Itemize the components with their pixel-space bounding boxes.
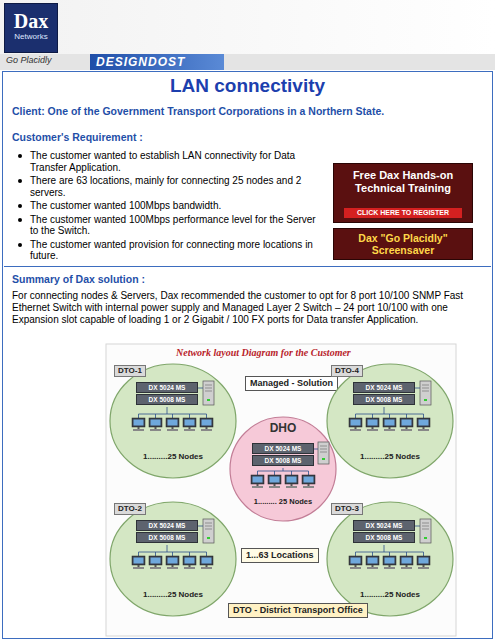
header-band: [0, 0, 495, 54]
head-office-circle: DHO 1......... 25 Nodes DX 5024 MS DX 5008 …: [228, 415, 338, 523]
section-heading: Client: One of the Government Transport …: [12, 105, 488, 117]
switch-label: DX 5024 MS: [253, 444, 313, 453]
office-tag: DHO: [228, 421, 338, 435]
bullet-item: The customer wanted provision for connec…: [30, 239, 322, 262]
promo-text: Dax "Go Placidly" Screensaver: [334, 229, 472, 259]
promo-text: Free Dax Hands-on Technical Training: [334, 164, 472, 195]
section-heading: Customer's Requirement :: [12, 131, 143, 143]
circle-outline: [325, 362, 455, 480]
box-text: 1...63 Locations: [246, 550, 314, 561]
switch-box: DX 5008 MS: [353, 394, 415, 405]
switch-label: DX 5024 MS: [137, 521, 197, 530]
switch-box: DX 5008 MS: [252, 455, 314, 466]
switch-label: DX 5024 MS: [137, 383, 197, 392]
switch-label: DX 5008 MS: [354, 533, 414, 542]
bullet-dot: [18, 204, 22, 208]
label-box: Managed - Solution: [245, 376, 338, 391]
office-circle: DTO-2 1.........25 Nodes DX 5024 MS DX 5008…: [108, 500, 238, 618]
node-count: 1.........25 Nodes: [325, 590, 455, 599]
switch-label: DX 5008 MS: [137, 533, 197, 542]
office-circle: DTO-3 1.........25 Nodes DX 5024 MS DX 5008…: [325, 500, 455, 618]
requirement-text: The customer wanted 100Mbps bandwidth.: [30, 200, 322, 212]
bullet-item: The customer wanted 100Mbps performance …: [30, 214, 322, 237]
switch-label: DX 5008 MS: [137, 395, 197, 404]
switch-box: DX 5024 MS: [136, 382, 198, 393]
requirement-text: The customer wanted 100Mbps performance …: [30, 214, 322, 237]
switch-box: DX 5024 MS: [136, 520, 198, 531]
label-box: DTO - District Transport Office: [228, 603, 368, 618]
bullet-item: There are 63 locations, mainly for conne…: [30, 175, 322, 198]
switch-label: DX 5024 MS: [354, 521, 414, 530]
node-count: 1.........25 Nodes: [325, 452, 455, 461]
circle-outline: [108, 362, 238, 480]
office-tag: DTO-1: [114, 365, 146, 377]
switch-box: DX 5024 MS: [353, 382, 415, 393]
requirement-list: The customer wanted to establish LAN con…: [30, 150, 322, 264]
designdost-banner: [90, 54, 224, 70]
bullet-dot: [18, 218, 22, 222]
switch-box: DX 5008 MS: [136, 394, 198, 405]
box-text: Managed - Solution: [250, 378, 333, 389]
brand-text: DESIGNDOST: [96, 55, 185, 69]
switch-box: DX 5024 MS: [353, 520, 415, 531]
label-box: 1...63 Locations: [241, 548, 319, 563]
switch-label: DX 5008 MS: [253, 456, 313, 465]
solution-paragraph: For connecting nodes & Servers, Dax reco…: [12, 290, 484, 326]
diagram-heading: Network layout Diagram for the Customer: [176, 347, 351, 358]
section-heading: Summary of Dax solution :: [12, 273, 145, 285]
node-count: 1......... 25 Nodes: [228, 497, 338, 506]
circle-outline: [325, 500, 455, 618]
page-title: LAN connectivity: [0, 75, 495, 97]
switch-box: DX 5024 MS: [252, 443, 314, 454]
switch-box: DX 5008 MS: [353, 532, 415, 543]
box-text: DTO - District Transport Office: [233, 605, 363, 616]
office-tag: DTO-2: [114, 503, 146, 515]
switch-label: DX 5024 MS: [354, 383, 414, 392]
switch-box: DX 5008 MS: [136, 532, 198, 543]
switch-label: DX 5008 MS: [354, 395, 414, 404]
bullet-dot: [18, 179, 22, 183]
promo-box: Free Dax Hands-on Technical TrainingCLIC…: [333, 163, 473, 223]
requirement-text: The customer wanted to establish LAN con…: [30, 150, 322, 173]
bullet-item: The customer wanted to establish LAN con…: [30, 150, 322, 173]
circle-outline: [108, 500, 238, 618]
diagram-background: [106, 344, 456, 636]
requirement-text: The customer wanted provision for connec…: [30, 239, 322, 262]
content-frame: [3, 72, 493, 639]
promo-box: Dax "Go Placidly" Screensaver: [333, 228, 473, 260]
header-strip: [0, 54, 495, 70]
brand-text: Go Placidly: [6, 55, 52, 65]
office-circle: DTO-4 1.........25 Nodes DX 5024 MS DX 5008…: [325, 362, 455, 480]
node-count: 1.........25 Nodes: [108, 452, 238, 461]
node-count: 1.........25 Nodes: [108, 590, 238, 599]
bullet-item: The customer wanted 100Mbps bandwidth.: [30, 200, 322, 212]
bullet-dot: [18, 243, 22, 247]
bullet-dot: [18, 154, 22, 158]
promo-button: CLICK HERE TO REGISTER: [344, 208, 462, 218]
office-tag: DTO-3: [331, 503, 363, 515]
logo-text: Dax: [5, 4, 57, 32]
logo-subtext: Networks: [5, 32, 57, 42]
requirement-text: There are 63 locations, mainly for conne…: [30, 175, 322, 198]
section-separator: [4, 266, 491, 267]
office-tag: DTO-4: [331, 365, 363, 377]
logo-box: DaxNetworks: [4, 3, 58, 53]
office-circle: DTO-1 1.........25 Nodes DX 5024 MS DX 5008…: [108, 362, 238, 480]
